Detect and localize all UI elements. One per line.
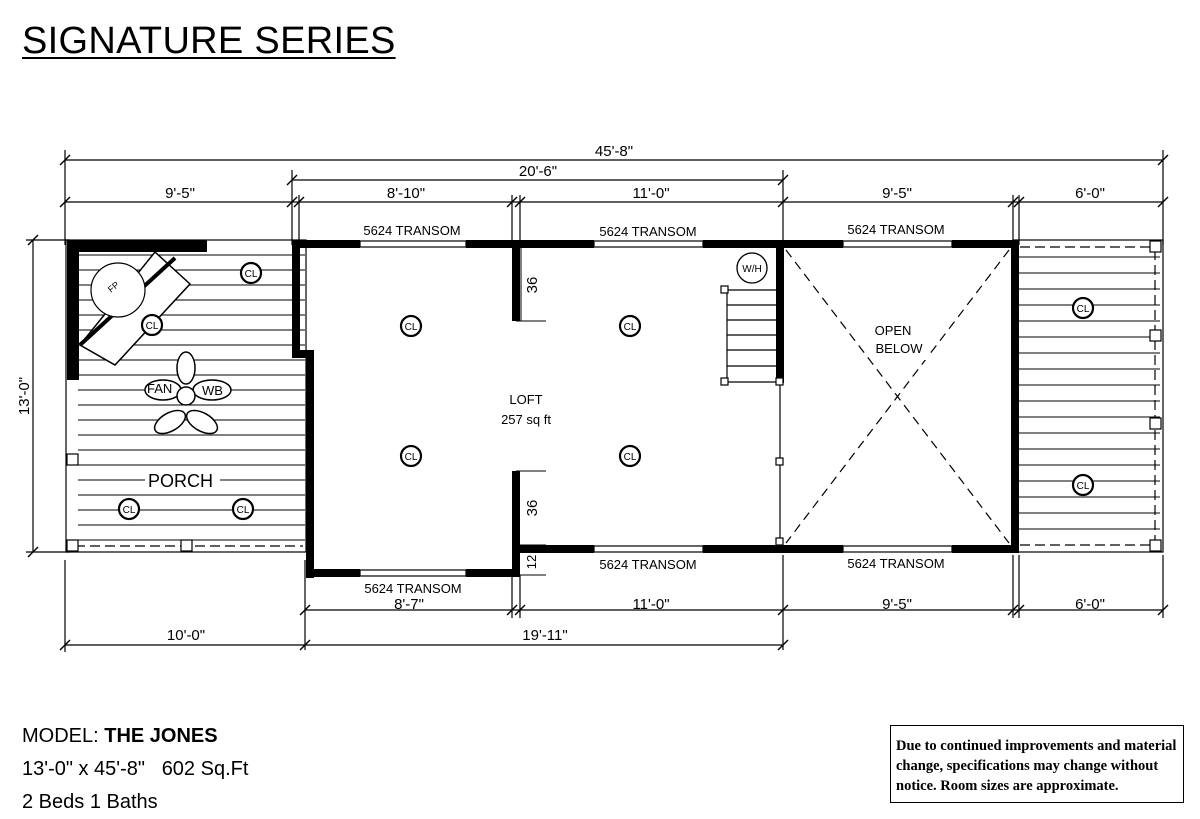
svg-text:CL: CL: [405, 452, 418, 463]
floor-plan: 45'-8" 20'-6" 9'-5" 8'-10" 11'-0" 9'-5" …: [16, 143, 1169, 652]
svg-text:CL: CL: [1077, 304, 1090, 315]
ceiling-light-icon: CL: [239, 261, 263, 285]
dimension-lines: [26, 150, 1164, 652]
dim-bottom-overall-2: 19'-11": [522, 627, 567, 644]
dim-top-2: 8'-10": [387, 185, 425, 202]
model-name-line: MODEL: THE JONES: [22, 720, 248, 753]
svg-text:CL: CL: [123, 505, 136, 516]
dim-bottom-4: 6'-0": [1075, 596, 1105, 613]
transom-label-4: 5624 TRANSOM: [364, 581, 461, 596]
ceiling-fan-icon: [144, 351, 232, 435]
svg-text:CL: CL: [624, 452, 637, 463]
dim-bottom-2: 11'-0": [632, 596, 669, 613]
water-heater-icon: [736, 252, 768, 284]
dim-bottom-1: 8'-7": [394, 596, 424, 613]
open-below-label-2: BELOW: [876, 341, 924, 356]
dim-width: 13'-0": [16, 377, 33, 415]
dim-top-4: 9'-5": [882, 185, 912, 202]
ceiling-light-icon: CL: [1071, 473, 1095, 497]
ceiling-light-icon: CL: [399, 314, 423, 338]
model-info: MODEL: THE JONES 13'-0" x 45'-8" 602 Sq.…: [22, 720, 248, 819]
dim-top-5: 6'-0": [1075, 185, 1105, 202]
model-size: 13'-0" x 45'-8": [22, 758, 146, 780]
dimension-ticks: [27, 154, 1169, 651]
ceiling-light-icon: CL: [140, 313, 164, 337]
ceiling-light-icon: CL: [117, 497, 141, 521]
dim-overall-length: 45'-8": [595, 143, 633, 160]
walls: [292, 240, 1019, 578]
ceiling-lights: CL CL CL CL CL CL CL CL CL CL: [117, 261, 1095, 521]
wall-36-upper: 36: [524, 277, 541, 294]
disclaimer-box: Due to continued improvements and materi…: [890, 725, 1184, 803]
transom-windows: [359, 240, 953, 577]
svg-text:CL: CL: [146, 321, 159, 332]
open-below-label-1: OPEN: [875, 323, 912, 338]
svg-text:CL: CL: [405, 322, 418, 333]
model-size-line: 13'-0" x 45'-8" 602 Sq.Ft: [22, 753, 248, 786]
model-area: 602 Sq.Ft: [161, 758, 249, 780]
dim-top-1: 9'-5": [165, 185, 195, 202]
water-heater-label: W/H: [742, 264, 761, 275]
ceiling-light-icon: CL: [231, 497, 255, 521]
dim-bottom-3: 9'-5": [882, 596, 912, 613]
transom-label-6: 5624 TRANSOM: [847, 556, 944, 571]
fireplace-icon: FP: [78, 250, 192, 366]
loft-label: LOFT: [509, 392, 542, 407]
transom-label-3: 5624 TRANSOM: [847, 222, 944, 237]
open-below-cross: [785, 249, 1010, 544]
porch-label: PORCH: [148, 471, 213, 491]
porch-posts: [66, 453, 193, 552]
fan-label: FAN: [147, 381, 172, 396]
wall-12: 12: [524, 555, 539, 569]
loft-area: 257 sq ft: [501, 412, 551, 427]
model-beds-baths: 2 Beds 1 Baths: [22, 791, 158, 813]
series-title: SIGNATURE SERIES: [22, 20, 396, 62]
dim-bottom-overall-1: 10'-0": [167, 627, 205, 644]
wood-burner-label: WB: [202, 383, 223, 398]
svg-text:CL: CL: [245, 269, 258, 280]
porch-decking-right: [1019, 256, 1160, 530]
transom-label-1: 5624 TRANSOM: [363, 223, 460, 238]
svg-text:CL: CL: [1077, 481, 1090, 492]
wall-36-lower: 36: [524, 500, 541, 517]
stairs: [726, 289, 781, 545]
model-name: THE JONES: [104, 725, 218, 747]
dim-top-3: 11'-0": [632, 185, 669, 202]
transom-label-2: 5624 TRANSOM: [599, 224, 696, 239]
ceiling-light-icon: CL: [618, 444, 642, 468]
dim-upper-span: 20'-6": [519, 163, 557, 180]
ceiling-light-icon: CL: [618, 314, 642, 338]
transom-label-5: 5624 TRANSOM: [599, 557, 696, 572]
model-prefix: MODEL:: [22, 725, 105, 747]
ceiling-light-icon: CL: [399, 444, 423, 468]
ceiling-light-icon: CL: [1071, 296, 1095, 320]
svg-text:CL: CL: [237, 505, 250, 516]
svg-text:CL: CL: [624, 322, 637, 333]
